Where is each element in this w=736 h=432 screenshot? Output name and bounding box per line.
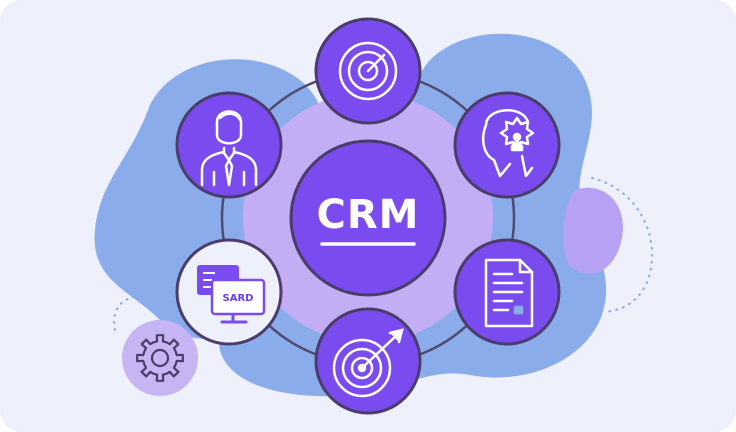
blob-lavender-right	[563, 187, 623, 274]
gear-decoration	[122, 320, 198, 396]
node-radar	[314, 17, 422, 125]
node-monitor: SARD	[175, 238, 283, 346]
gear-outline	[136, 334, 184, 382]
dotted-arc-left	[113, 295, 151, 331]
node-document	[453, 238, 561, 346]
user-avatar-icon	[200, 110, 258, 187]
target-arrow-icon	[332, 328, 404, 398]
node-target	[314, 307, 422, 415]
monitor-icon: SARD	[197, 265, 266, 324]
award-badge-icon	[482, 109, 535, 178]
crm-label: CRM	[317, 192, 420, 238]
node-user	[175, 91, 283, 199]
document-icon	[484, 258, 534, 328]
radar-icon	[338, 41, 398, 101]
screen-label: SARD	[223, 293, 254, 304]
gear-icon	[136, 334, 184, 382]
crm-center-node: CRM	[289, 139, 447, 297]
node-award	[453, 91, 561, 199]
gear-hub	[150, 348, 170, 368]
